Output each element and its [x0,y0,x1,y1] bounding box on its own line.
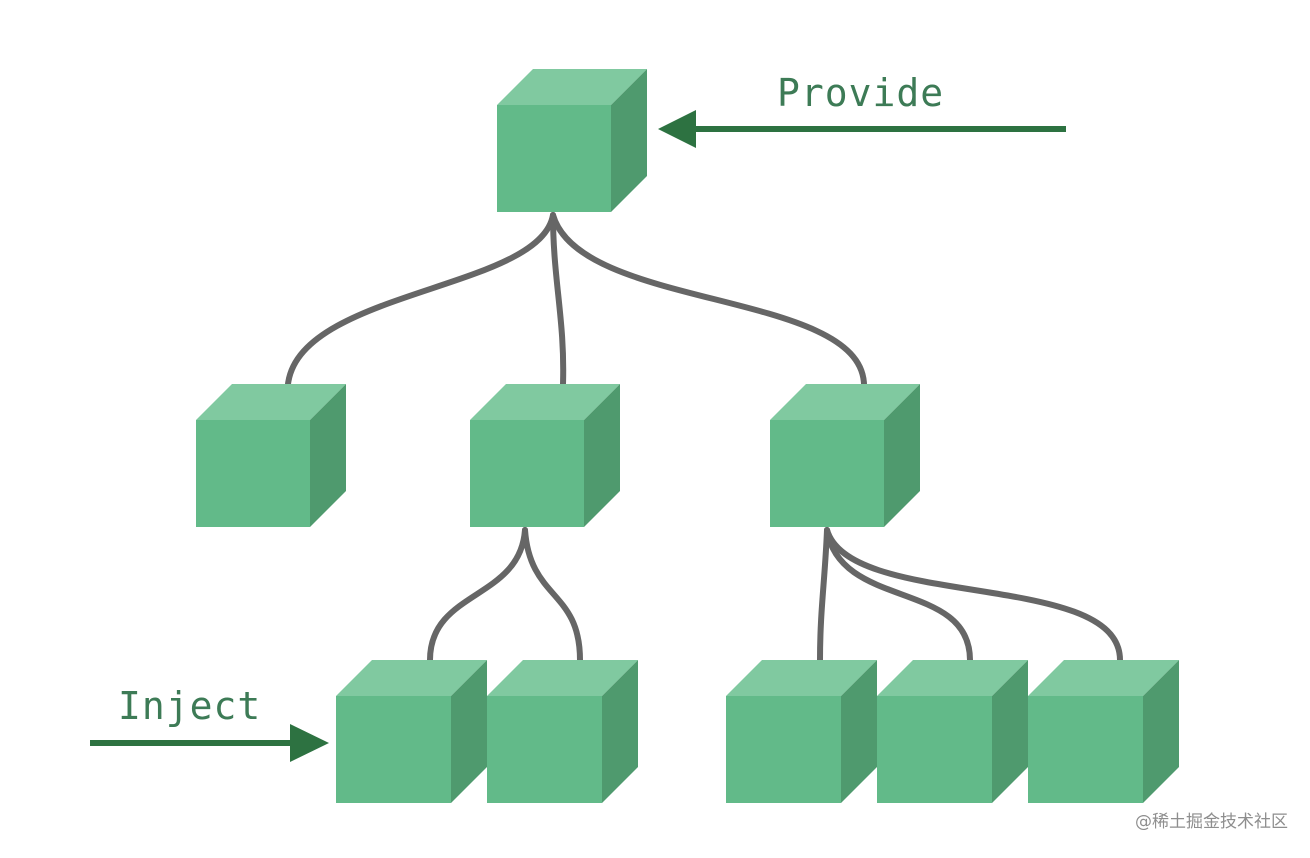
connector-root-to-right [550,212,867,387]
provide-arrow [658,110,1066,148]
child-cube-left [196,384,346,527]
connector-middle-to-inject-child [427,527,528,663]
child-cube-middle [470,384,620,527]
connector-right-to-child-1 [817,527,830,663]
inject-label: Inject [118,684,261,728]
inject-arrow [90,724,329,762]
grandchild-cube-4 [877,660,1028,803]
grandchild-cube-2 [487,660,638,803]
grandchild-cube-3 [726,660,877,803]
child-cube-right [770,384,920,527]
connector-middle-to-second-child [522,527,583,663]
connector-root-to-middle [550,212,567,387]
connector-root-to-left [285,212,556,387]
provide-label: Provide [777,71,944,115]
root-provider-cube [497,69,647,212]
grandchild-cube-inject [336,660,487,803]
grandchild-cube-5 [1028,660,1179,803]
connectors [285,212,1123,663]
watermark: @稀土掘金技术社区 [1135,812,1288,832]
connector-right-to-child-2 [824,527,973,663]
connector-right-to-child-3 [824,527,1123,663]
